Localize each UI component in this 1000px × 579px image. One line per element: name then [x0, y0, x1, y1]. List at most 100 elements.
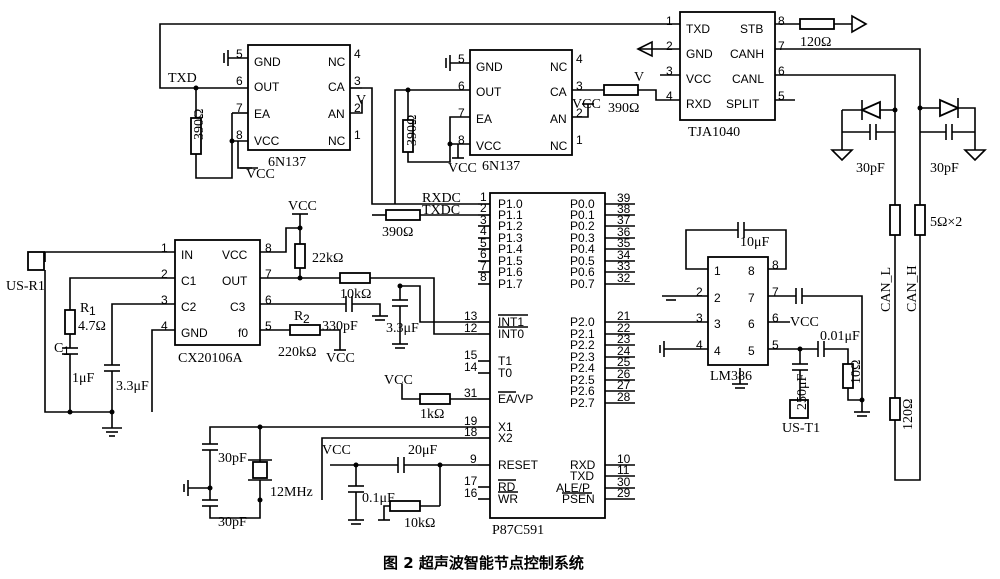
svg-text:6: 6 — [236, 74, 243, 88]
svg-text:EA/VP: EA/VP — [498, 392, 533, 406]
svg-text:P1.5: P1.5 — [498, 254, 523, 268]
svg-text:4: 4 — [354, 47, 361, 61]
svg-text:1μF: 1μF — [72, 371, 95, 386]
svg-text:1: 1 — [666, 14, 673, 28]
svg-text:VCC: VCC — [448, 161, 477, 176]
svg-text:2: 2 — [714, 291, 721, 305]
svg-text:X2: X2 — [498, 431, 513, 445]
svg-text:CANH: CANH — [730, 47, 764, 61]
svg-text:R: R — [80, 301, 90, 316]
svg-text:6: 6 — [748, 317, 755, 331]
svg-text:6: 6 — [458, 79, 465, 93]
svg-text:P0.3: P0.3 — [570, 231, 595, 245]
svg-text:SPLIT: SPLIT — [726, 97, 760, 111]
svg-text:CA: CA — [328, 80, 345, 94]
svg-text:30pF: 30pF — [856, 161, 885, 176]
svg-text:P2.5: P2.5 — [570, 373, 595, 387]
svg-text:27: 27 — [617, 378, 631, 392]
svg-text:5: 5 — [458, 52, 465, 66]
svg-text:GND: GND — [254, 55, 281, 69]
svg-text:7: 7 — [748, 291, 755, 305]
svg-text:C3: C3 — [230, 300, 246, 314]
svg-text:GND: GND — [476, 60, 503, 74]
svg-text:P2.7: P2.7 — [570, 396, 595, 410]
svg-text:VCC: VCC — [322, 443, 351, 458]
svg-text:6: 6 — [480, 247, 487, 261]
svg-text:34: 34 — [617, 248, 631, 262]
svg-text:CAN_H: CAN_H — [905, 265, 920, 312]
component-labels: TXD 390Ω 390Ω VCC VCC V VCC 390Ω V 120Ω … — [6, 35, 962, 531]
svg-text:5: 5 — [236, 47, 243, 61]
svg-text:330pF: 330pF — [322, 319, 358, 334]
svg-text:1: 1 — [354, 128, 361, 142]
svg-text:2: 2 — [696, 285, 703, 299]
svg-text:29: 29 — [617, 486, 631, 500]
svg-text:RD: RD — [498, 480, 516, 494]
svg-text:P2.6: P2.6 — [570, 384, 595, 398]
svg-text:21: 21 — [617, 309, 631, 323]
svg-text:P1.4: P1.4 — [498, 242, 523, 256]
svg-text:31: 31 — [464, 386, 478, 400]
svg-text:NC: NC — [328, 134, 346, 148]
svg-text:5: 5 — [772, 338, 779, 352]
svg-text:1kΩ: 1kΩ — [420, 407, 444, 422]
svg-text:4: 4 — [714, 344, 721, 358]
svg-text:NC: NC — [328, 55, 346, 69]
svg-text:0.1μF: 0.1μF — [362, 491, 395, 506]
ultrasonic-receiver-cx20106a: IN C1 C2 GND VCC OUT C3 f0 1 2 3 4 8 7 6… — [161, 239, 272, 366]
svg-text:17: 17 — [464, 474, 478, 488]
svg-text:AN: AN — [550, 112, 567, 126]
svg-text:8: 8 — [778, 14, 785, 28]
svg-text:390Ω: 390Ω — [608, 101, 639, 116]
svg-text:1: 1 — [714, 264, 721, 278]
svg-text:VCC: VCC — [254, 134, 280, 148]
svg-text:P2.1: P2.1 — [570, 327, 595, 341]
svg-text:ALE/P: ALE/P — [556, 481, 590, 495]
svg-text:3: 3 — [480, 213, 487, 227]
svg-text:CAN_L: CAN_L — [879, 267, 894, 312]
svg-text:1: 1 — [576, 133, 583, 147]
svg-text:VCC: VCC — [326, 351, 355, 366]
svg-text:18: 18 — [464, 425, 478, 439]
svg-text:10kΩ: 10kΩ — [340, 287, 371, 302]
svg-text:IN: IN — [181, 248, 193, 262]
svg-text:P2.4: P2.4 — [570, 361, 595, 375]
svg-text:NC: NC — [550, 139, 568, 153]
svg-text:6: 6 — [265, 293, 272, 307]
svg-text:AN: AN — [328, 107, 345, 121]
svg-text:INT1: INT1 — [498, 315, 524, 329]
svg-text:P1.2: P1.2 — [498, 219, 523, 233]
svg-text:12: 12 — [464, 321, 478, 335]
svg-text:8: 8 — [236, 128, 243, 142]
svg-text:25: 25 — [617, 355, 631, 369]
svg-text:V: V — [356, 93, 366, 108]
svg-text:3: 3 — [354, 74, 361, 88]
svg-text:LM386: LM386 — [710, 369, 752, 384]
svg-text:10: 10 — [617, 452, 631, 466]
svg-text:19: 19 — [464, 414, 478, 428]
svg-text:US-T1: US-T1 — [782, 421, 820, 436]
svg-text:3.3μF: 3.3μF — [116, 379, 149, 394]
svg-text:3.3μF: 3.3μF — [386, 321, 419, 336]
svg-text:P0.7: P0.7 — [570, 277, 595, 291]
svg-text:EA: EA — [254, 107, 270, 121]
svg-text:30pF: 30pF — [930, 161, 959, 176]
svg-text:6: 6 — [778, 64, 785, 78]
svg-text:10Ω: 10Ω — [849, 360, 864, 384]
svg-text:0.01μF: 0.01μF — [820, 329, 860, 344]
svg-text:C2: C2 — [181, 300, 197, 314]
svg-text:WR: WR — [498, 492, 518, 506]
svg-text:7: 7 — [772, 285, 779, 299]
svg-text:5: 5 — [480, 236, 487, 250]
svg-text:120Ω: 120Ω — [901, 399, 916, 430]
svg-text:P87C591: P87C591 — [492, 523, 544, 538]
svg-text:3: 3 — [576, 79, 583, 93]
svg-text:P0.5: P0.5 — [570, 254, 595, 268]
svg-text:CX20106A: CX20106A — [178, 351, 243, 366]
svg-text:4.7Ω: 4.7Ω — [78, 319, 106, 334]
svg-text:4: 4 — [666, 89, 673, 103]
svg-text:RESET: RESET — [498, 458, 539, 472]
svg-text:P1.3: P1.3 — [498, 231, 523, 245]
